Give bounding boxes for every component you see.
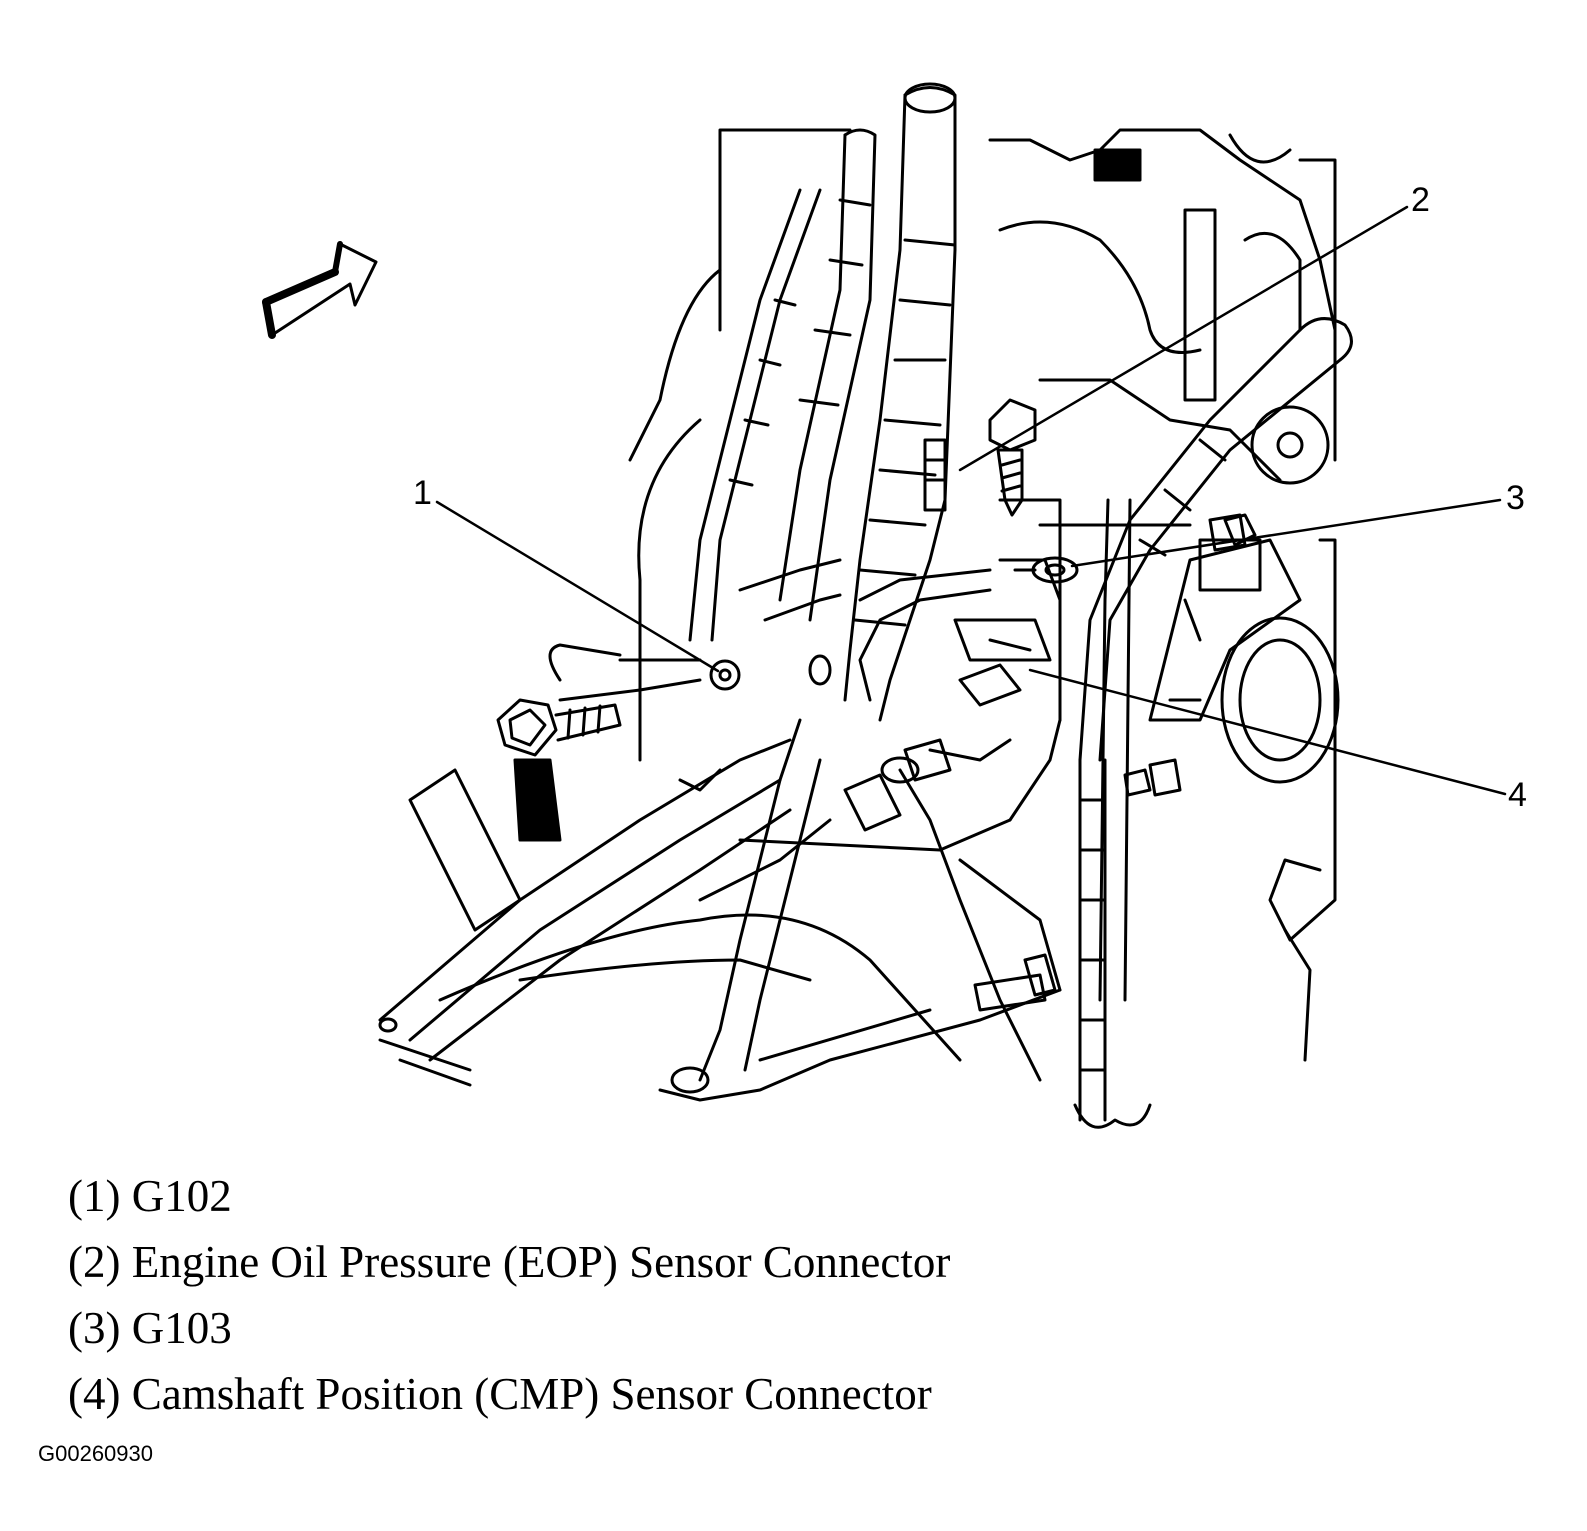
direction-arrow-icon bbox=[262, 241, 378, 339]
legend-item-eop-sensor-connector: (2) Engine Oil Pressure (EOP) Sensor Con… bbox=[68, 1237, 951, 1287]
callout-4: 4 bbox=[1508, 776, 1527, 814]
intake-structure bbox=[378, 718, 1062, 1102]
callout-leader-lines bbox=[435, 205, 1507, 796]
legend: (1) G102 (2) Engine Oil Pressure (EOP) S… bbox=[68, 1163, 950, 1427]
callout-3: 3 bbox=[1506, 479, 1525, 517]
connectors-and-bolts bbox=[408, 398, 1257, 1012]
figure-id: G00260930 bbox=[38, 1441, 153, 1466]
harness-tape-bands bbox=[728, 198, 1227, 1072]
engine-block-outline bbox=[628, 128, 1337, 1062]
wiring-harness bbox=[548, 82, 1353, 1129]
pulley-outline bbox=[1148, 405, 1340, 784]
legend-item-cmp-sensor-connector: (4) Camshaft Position (CMP) Sensor Conne… bbox=[68, 1369, 932, 1419]
callout-1: 1 bbox=[413, 474, 432, 512]
callout-2: 2 bbox=[1411, 181, 1430, 219]
legend-item-g103: (3) G103 bbox=[68, 1303, 232, 1353]
legend-item-g102: (1) G102 bbox=[68, 1171, 232, 1221]
